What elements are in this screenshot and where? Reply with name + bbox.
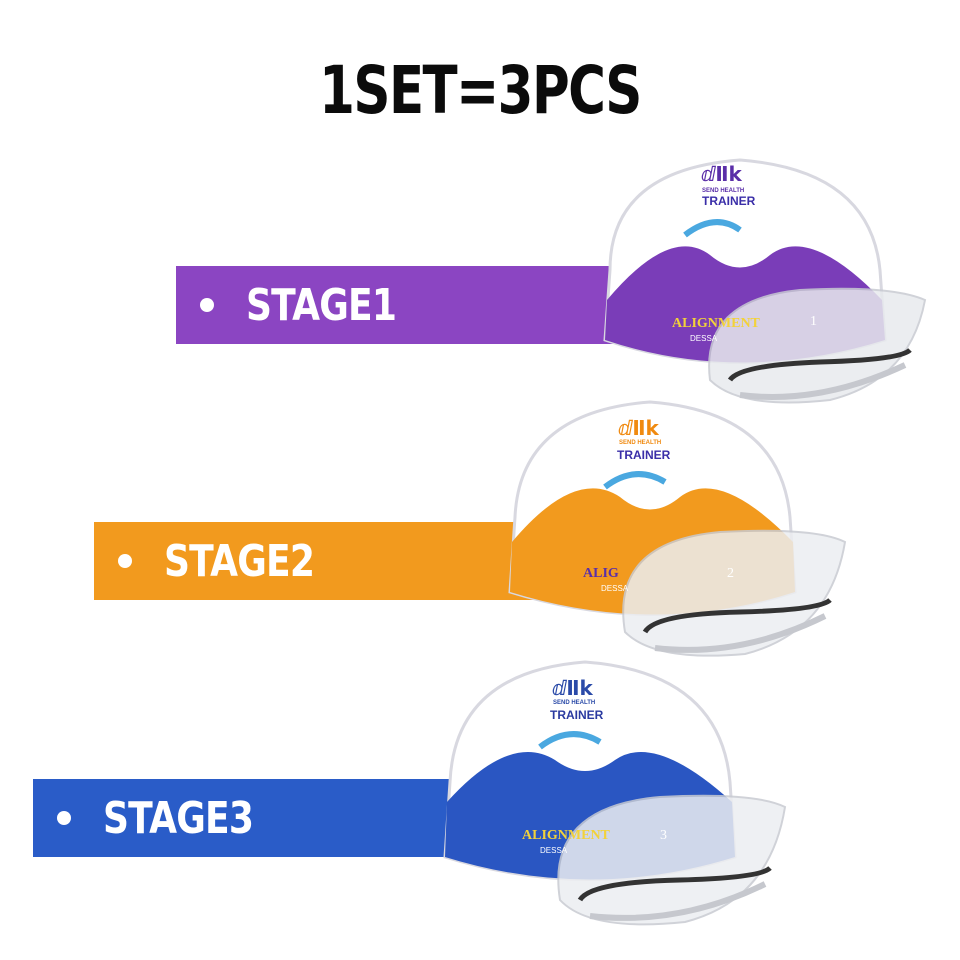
- case-logo-icon: ⅆⅡk: [618, 416, 659, 440]
- stage-2-band: STAGE2: [94, 522, 574, 600]
- case-logo-icon: ⅆⅡk: [701, 162, 742, 186]
- case-sub-text: DESSA: [540, 846, 568, 855]
- case-number: 2: [727, 566, 734, 581]
- case-alignment-text: ALIGNMENT: [522, 828, 610, 843]
- headline: 1SET=3PCS: [319, 52, 642, 129]
- case-trainer-label: TRAINER: [617, 448, 671, 462]
- stage-1-product-image: ⅆⅡk SEND HEALTH TRAINER ALIGNMENT DESSA …: [590, 150, 930, 420]
- trainer-case-1-graphic: [603, 158, 927, 404]
- bullet-dot: [200, 298, 214, 312]
- stage-1-label: STAGE1: [246, 279, 397, 331]
- stage-3-product-image: ⅆⅡk SEND HEALTH TRAINER ALIGNMENT DESSA …: [440, 652, 790, 942]
- trainer-case-3-graphic: [443, 660, 787, 926]
- case-trainer-label: TRAINER: [702, 194, 756, 208]
- stage-3-band: STAGE3: [33, 779, 513, 857]
- bullet-dot: [118, 554, 132, 568]
- case-number: 3: [660, 828, 667, 843]
- stage-2-label: STAGE2: [164, 535, 315, 587]
- case-brand: SEND HEALTH: [702, 188, 745, 194]
- case-sub-text: DESSA: [690, 334, 718, 343]
- stage-3-label: STAGE3: [103, 792, 254, 844]
- case-trainer-label: TRAINER: [550, 708, 604, 722]
- case-sub-text: DESSA: [601, 584, 629, 593]
- stage-1-band: STAGE1: [176, 266, 656, 344]
- case-brand: SEND HEALTH: [553, 700, 596, 706]
- case-brand: SEND HEALTH: [619, 440, 662, 446]
- case-alignment-text: ALIGNMENT: [672, 316, 760, 331]
- bullet-dot: [57, 811, 71, 825]
- case-alignment-text: ALIG: [583, 566, 619, 581]
- case-logo-icon: ⅆⅡk: [552, 676, 593, 700]
- stage-2-product-image: ⅆⅡk SEND HEALTH TRAINER ALIG DESSA 2: [505, 392, 850, 672]
- case-number: 1: [810, 314, 817, 329]
- trainer-case-2-graphic: [508, 400, 847, 657]
